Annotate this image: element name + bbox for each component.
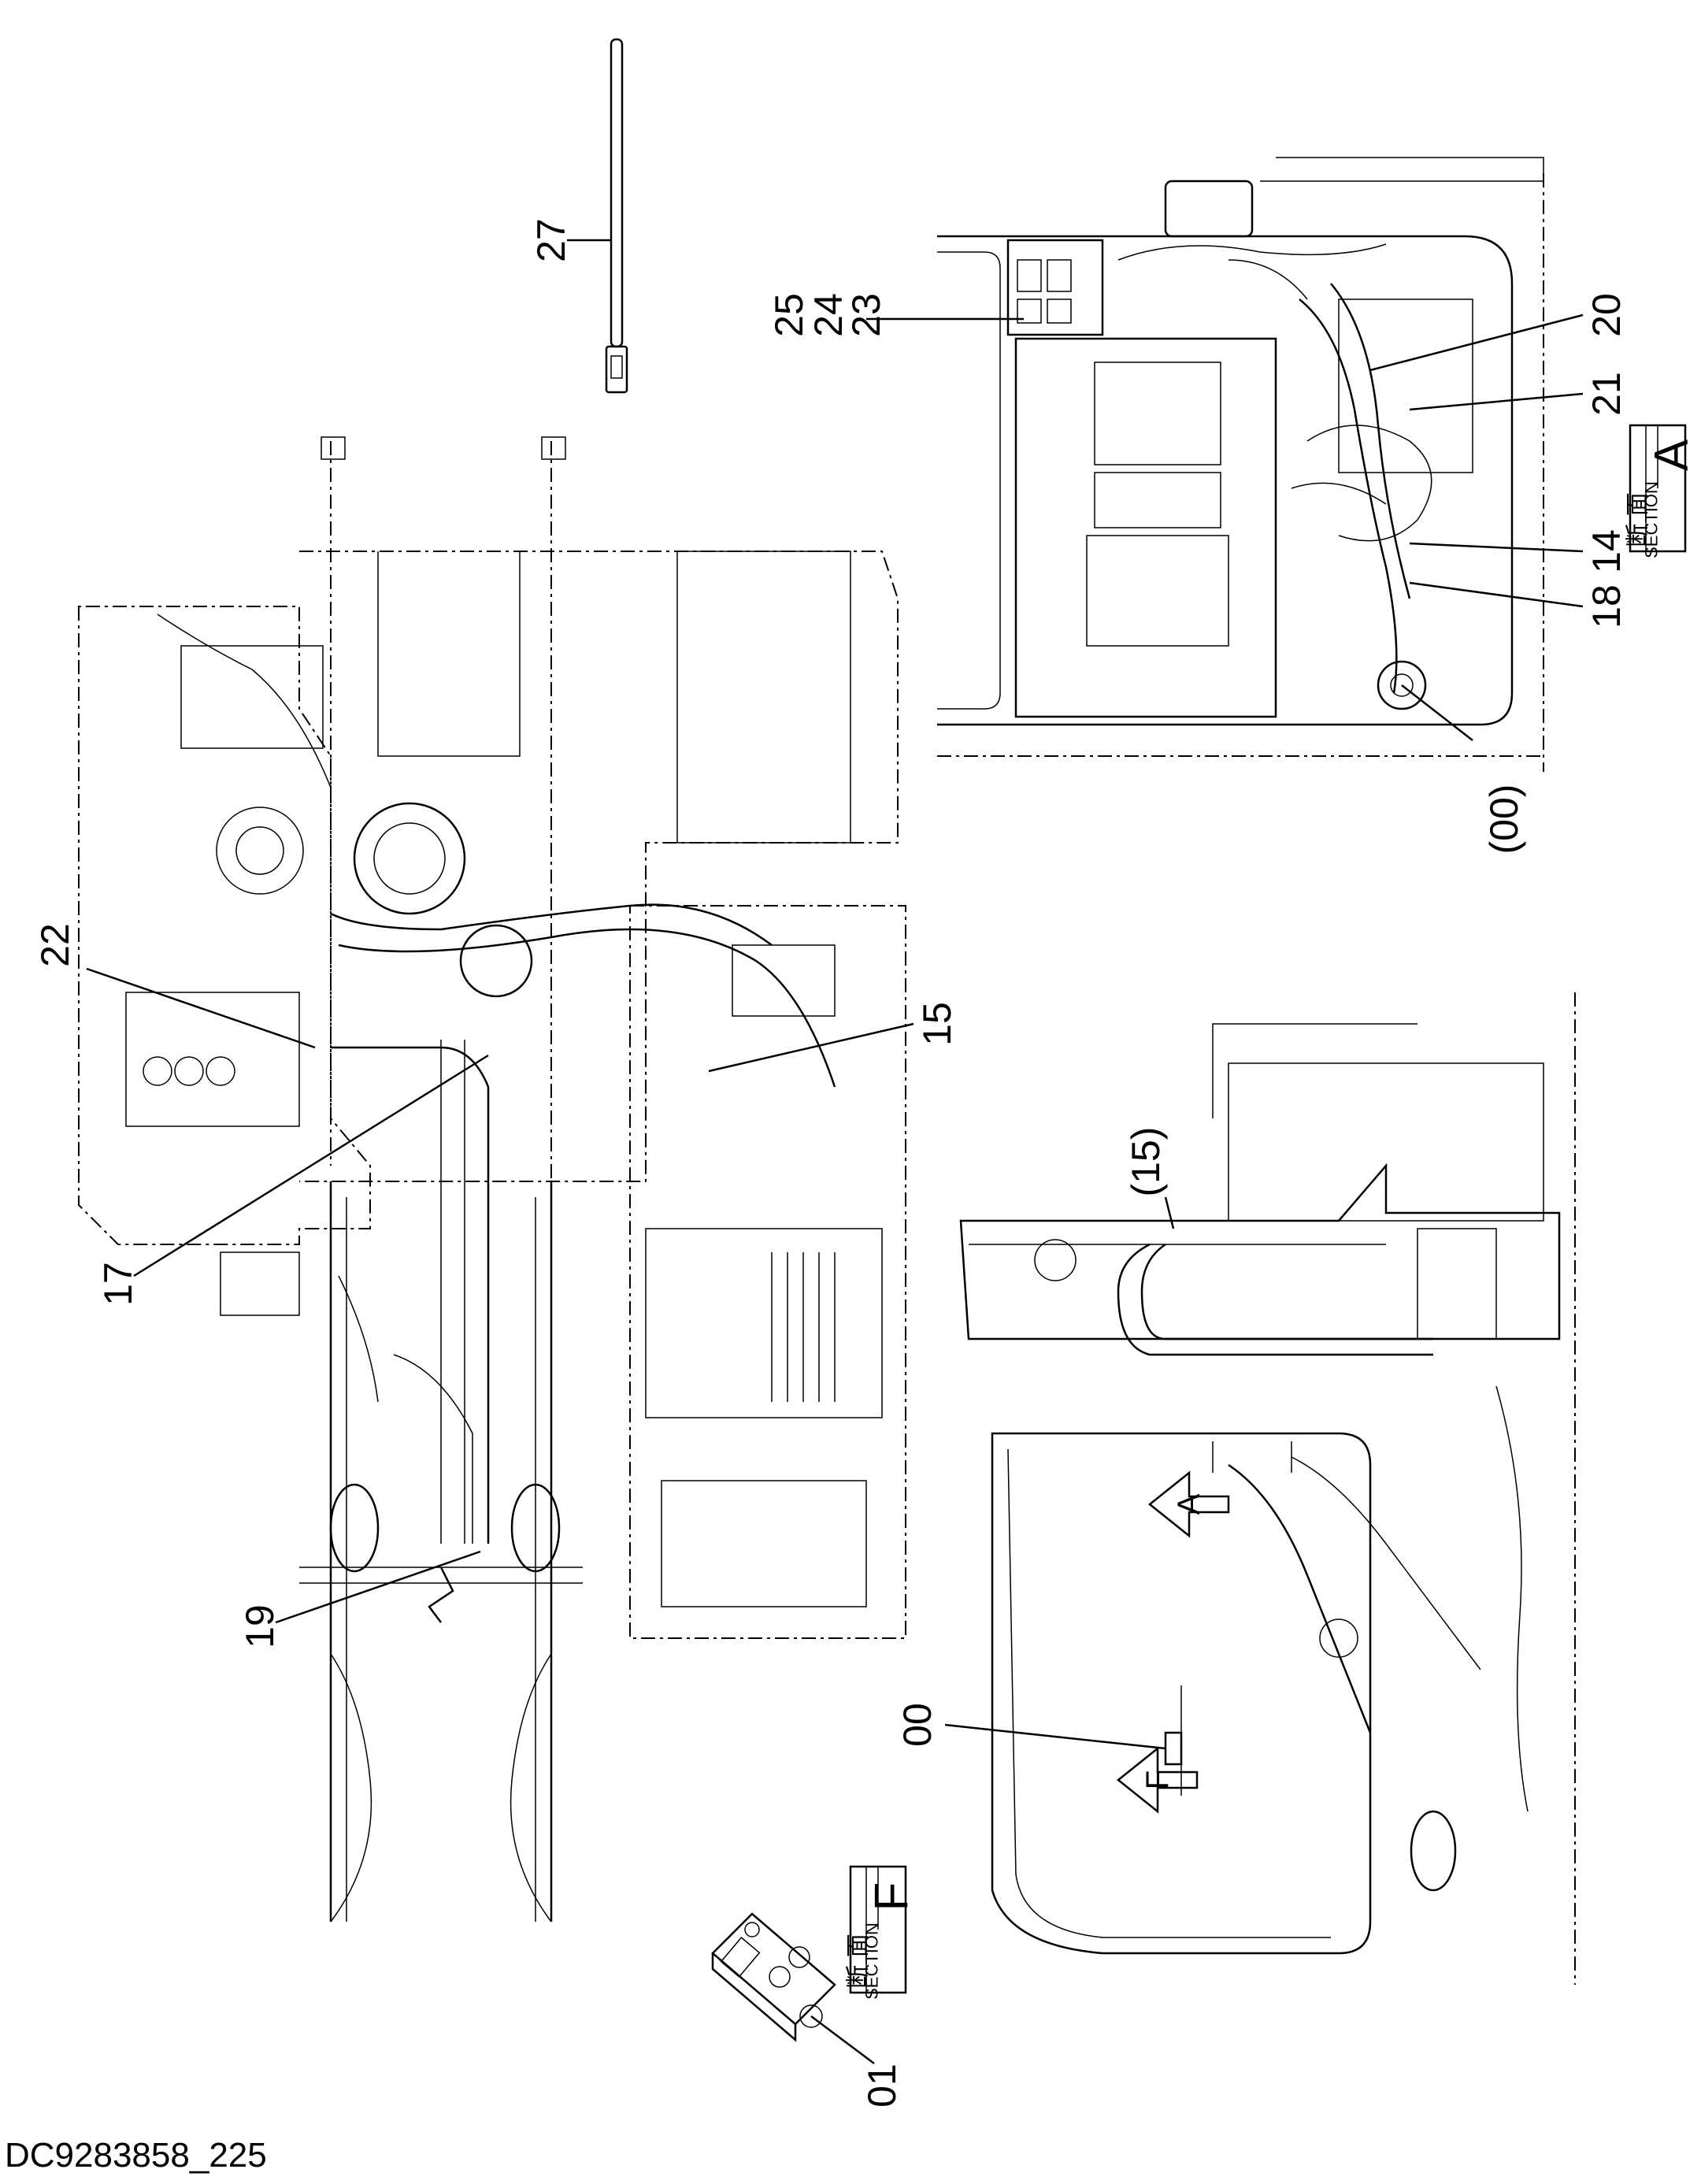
callout-15: 15 <box>915 1002 959 1046</box>
section-a-letter: A <box>1645 439 1698 471</box>
document-id: DC9283858_225 <box>5 2136 267 2175</box>
callout-14: 14 <box>1584 529 1629 573</box>
callout-24: 24 <box>806 293 850 337</box>
callout-00: 00 <box>895 1703 939 1747</box>
callout-18: 18 <box>1584 584 1629 629</box>
callout-22: 22 <box>33 923 77 967</box>
callout-25: 25 <box>767 293 811 337</box>
view-arrow-f-label: F <box>1140 1771 1175 1789</box>
main-chassis-view <box>78 436 906 1923</box>
valve-block-drawing <box>711 1912 836 2042</box>
view-arrow-a: A <box>1147 1470 1230 1538</box>
callout-paren-00: (00) <box>1482 784 1526 855</box>
section-box-a: 断 面 SECTION A <box>1625 424 1698 558</box>
cab-view <box>959 992 1576 1985</box>
section-f-en: SECTION <box>862 1923 882 2000</box>
view-arrow-a-label: A <box>1172 1493 1206 1515</box>
section-a-en: SECTION <box>1642 481 1662 558</box>
callout-17: 17 <box>96 1262 140 1306</box>
section-f-letter: F <box>865 1882 918 1911</box>
callout-27: 27 <box>529 218 573 262</box>
view-arrow-f: F <box>1116 1746 1199 1814</box>
callout-19: 19 <box>238 1604 282 1648</box>
leader-lines <box>86 239 1584 2064</box>
section-a-view <box>937 157 1544 772</box>
section-f-jp: 断 面 <box>845 1934 873 1989</box>
callout-20: 20 <box>1584 293 1629 337</box>
callout-paren-15: (15) <box>1124 1127 1168 1197</box>
callout-21: 21 <box>1584 372 1629 416</box>
callout-labels: 27 25 24 23 20 21 14 18 (00) 22 15 17 19… <box>33 218 1629 2108</box>
callout-23: 23 <box>844 293 888 337</box>
cable-tie-drawing <box>605 38 628 394</box>
callout-01: 01 <box>860 2063 904 2108</box>
section-box-f: 断 面 SECTION F <box>845 1865 918 2000</box>
section-a-jp: 断 面 <box>1625 492 1652 547</box>
